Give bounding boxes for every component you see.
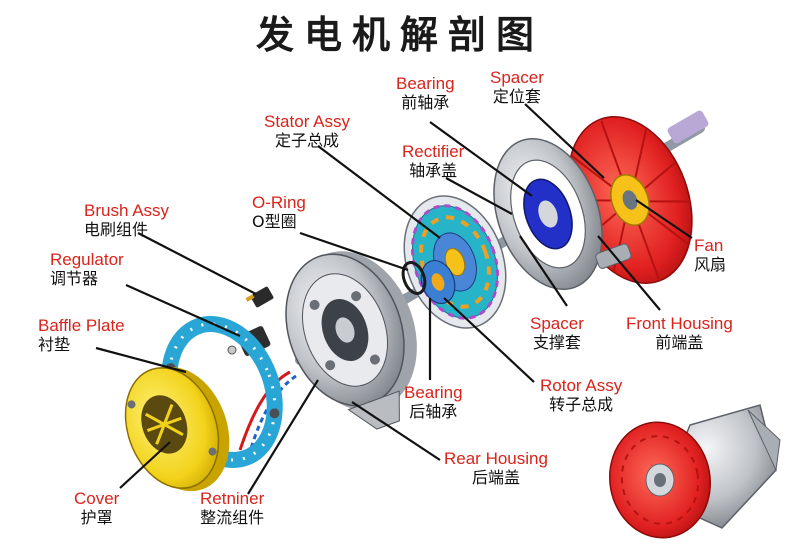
o-ring <box>401 261 427 295</box>
label-stator-assy: Stator Assy 定子总成 <box>264 112 350 150</box>
label-en: Spacer <box>530 314 584 333</box>
label-zh: 电刷组件 <box>84 219 149 239</box>
rear-housing <box>285 251 417 430</box>
label-zh: 支撑套 <box>532 332 581 352</box>
label-zh: 后端盖 <box>471 467 520 487</box>
label-spacer-support: Spacer 支撑套 <box>530 314 584 352</box>
label-zh: 衬垫 <box>38 334 71 354</box>
front-housing <box>493 137 632 291</box>
label-zh: 护罩 <box>80 507 113 527</box>
label-zh: 轴承盖 <box>409 160 458 180</box>
label-zh: 调节器 <box>50 268 99 288</box>
cover <box>124 366 230 492</box>
label-en: Front Housing <box>626 314 733 333</box>
label-en: Baffle Plate <box>38 316 125 335</box>
leader-lines <box>95 103 693 495</box>
label-en: Rectifier <box>402 142 465 161</box>
label-en: Cover <box>74 489 120 508</box>
wiring-harness <box>238 370 297 453</box>
label-en: O-Ring <box>252 193 306 212</box>
label-en: Bearing <box>404 383 463 402</box>
label-baffle-plate: Baffle Plate 衬垫 <box>38 316 125 354</box>
assembled-alternator-image <box>608 404 781 539</box>
label-brush-assy: Brush Assy 电刷组件 <box>84 201 169 239</box>
label-en: Bearing <box>396 74 455 93</box>
brush-assembly <box>245 286 274 308</box>
label-regulator: Regulator 调节器 <box>50 250 124 288</box>
label-spacer-front: Spacer 定位套 <box>490 68 544 106</box>
label-rear-housing: Rear Housing 后端盖 <box>444 449 548 487</box>
label-o-ring: O-Ring O型圈 <box>252 193 306 231</box>
label-front-housing: Front Housing 前端盖 <box>626 314 733 352</box>
label-zh: 后轴承 <box>409 401 458 421</box>
label-zh: 定子总成 <box>274 130 339 150</box>
label-rectifier: Rectifier 轴承盖 <box>402 142 464 180</box>
label-en: Fan <box>694 236 724 255</box>
label-en: Spacer <box>490 68 544 87</box>
label-en: Regulator <box>50 250 124 269</box>
label-bearing-front: Bearing 前轴承 <box>396 74 455 112</box>
label-retainer: Retniner 整流组件 <box>200 489 264 527</box>
label-cover: Cover 护罩 <box>74 489 119 527</box>
label-en: Rear Housing <box>444 449 548 468</box>
label-zh: 前端盖 <box>655 332 704 352</box>
page-title: 发电机解剖图 <box>255 13 544 57</box>
label-en: Rotor Assy <box>540 376 623 395</box>
label-en: Stator Assy <box>264 112 350 131</box>
label-zh: 整流组件 <box>200 507 265 527</box>
label-rotor-assy: Rotor Assy 转子总成 <box>540 376 622 414</box>
label-zh: 前轴承 <box>401 92 450 112</box>
label-zh: 定位套 <box>492 86 541 106</box>
label-zh: O型圈 <box>252 211 297 231</box>
label-zh: 风扇 <box>694 254 727 274</box>
label-bearing-rear: Bearing 后轴承 <box>404 383 463 421</box>
label-en: Retniner <box>200 489 265 508</box>
label-fan: Fan 风扇 <box>694 236 726 274</box>
label-zh: 转子总成 <box>549 394 614 414</box>
label-en: Brush Assy <box>84 201 170 220</box>
